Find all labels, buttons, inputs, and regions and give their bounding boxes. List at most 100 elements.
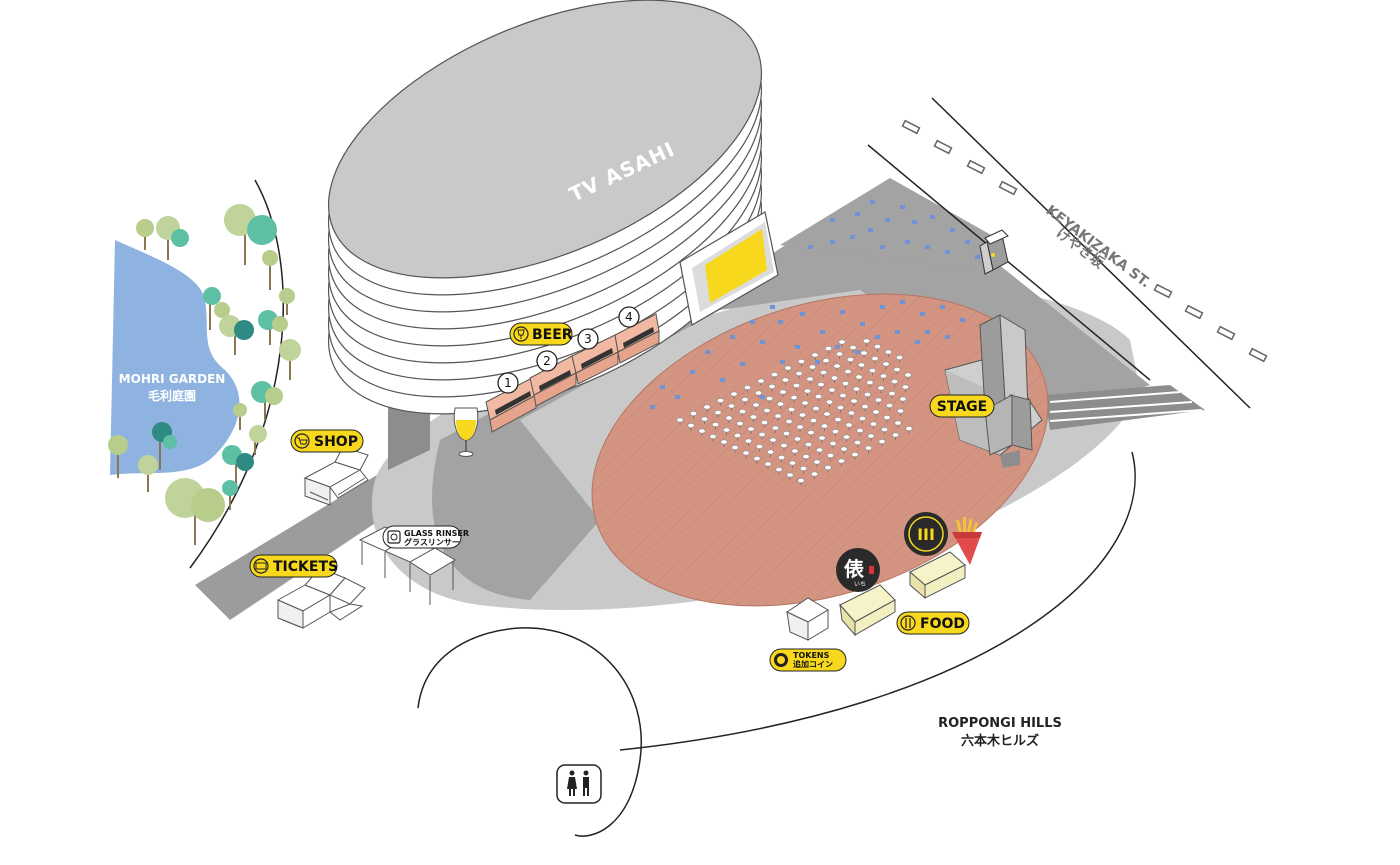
tokens-tent[interactable] [785, 597, 829, 641]
svg-text:グラスリンサー: グラスリンサー [404, 537, 460, 547]
table [861, 403, 869, 412]
table [809, 417, 818, 426]
table [864, 445, 873, 453]
table [863, 391, 872, 400]
table [753, 455, 761, 464]
street-name-en: KEYAKIZAKA ST. [1043, 202, 1154, 291]
big-screen [679, 211, 779, 326]
seat-cube [900, 300, 905, 304]
table [709, 433, 717, 442]
table [890, 378, 899, 387]
table [791, 448, 799, 456]
seating-area [650, 200, 980, 486]
shop-tents[interactable] [303, 446, 369, 506]
table [853, 439, 862, 448]
table [792, 382, 801, 391]
beer-booth-2[interactable] [529, 355, 577, 407]
table [741, 396, 749, 405]
table [757, 378, 765, 386]
beer-booth-1[interactable] [485, 377, 537, 433]
food-vendor-logo-tawara: 俵 いち [836, 548, 880, 592]
seat-cube [675, 395, 680, 399]
table [733, 432, 742, 441]
table [812, 405, 820, 414]
table [763, 407, 771, 416]
table [716, 397, 725, 406]
table [764, 461, 772, 469]
svg-text:3: 3 [584, 332, 592, 346]
label-glass-rinser[interactable]: GLASS RINSER グラスリンサー [382, 525, 469, 549]
table [883, 414, 891, 423]
seat-cube [750, 320, 755, 324]
svg-text:STAGE: STAGE [937, 399, 987, 415]
table [877, 385, 885, 393]
seat-cube [870, 200, 875, 204]
table [878, 438, 886, 447]
svg-text:TICKETS: TICKETS [273, 559, 338, 575]
table [835, 351, 844, 359]
table [840, 446, 848, 454]
table [891, 432, 900, 440]
table [793, 436, 802, 444]
label-tickets[interactable]: TICKETS [249, 554, 338, 578]
svg-text:III: III [917, 525, 935, 544]
seat-cube [975, 255, 980, 259]
table [874, 397, 883, 405]
table [894, 420, 902, 428]
table [801, 400, 809, 408]
table [720, 439, 728, 447]
table [752, 402, 760, 410]
mohri-garden: MOHRI GARDEN 毛利庭園 [108, 179, 301, 569]
seat-cube [730, 335, 735, 339]
beer-booth-3[interactable] [571, 334, 619, 385]
seat-cube [885, 218, 890, 222]
table [904, 372, 912, 380]
table [754, 390, 763, 398]
stairs [1045, 385, 1205, 430]
table [795, 370, 803, 379]
label-shop[interactable]: SHOP [290, 429, 364, 453]
svg-text:SHOP: SHOP [314, 434, 358, 450]
fork-knife-icon [900, 615, 916, 631]
table [896, 408, 905, 416]
seat-cube [855, 350, 860, 354]
beer-glass-icon [453, 407, 479, 457]
svg-text:2: 2 [543, 354, 551, 368]
table [838, 339, 846, 347]
table [815, 447, 824, 455]
upper-pad [780, 178, 1000, 270]
table [831, 428, 840, 437]
table [841, 380, 850, 389]
table [822, 357, 830, 366]
label-food[interactable]: FOOD [896, 611, 970, 635]
seat-cube [720, 378, 725, 382]
restroom-icon[interactable] [556, 764, 602, 804]
service-road [432, 178, 1151, 600]
seat-cube [875, 335, 880, 339]
ticket-tents[interactable] [276, 567, 366, 629]
table [899, 396, 907, 404]
beer-booth-4[interactable] [614, 313, 660, 364]
table [788, 460, 797, 468]
seat-cube [915, 340, 920, 344]
table [775, 466, 783, 475]
table [755, 443, 764, 452]
table [825, 399, 834, 407]
table [852, 386, 861, 394]
table [829, 440, 837, 449]
table [803, 388, 812, 396]
garden-name-en: MOHRI GARDEN [119, 372, 226, 386]
label-tokens[interactable]: TOKENS 追加コイン [769, 648, 847, 672]
table [836, 404, 845, 413]
seat-cube [760, 395, 765, 399]
table [687, 422, 695, 431]
label-beer[interactable]: BEER [509, 322, 573, 346]
seat-cube [795, 345, 800, 349]
svg-text:4: 4 [625, 310, 633, 324]
table [858, 415, 867, 424]
food-stalls[interactable] [839, 551, 966, 637]
label-stage[interactable]: STAGE [929, 394, 995, 418]
food-vendor-logo-iii: III [904, 512, 948, 556]
svg-text:追加コイン: 追加コイン [793, 659, 833, 669]
garden-name-ja: 毛利庭園 [148, 388, 196, 403]
